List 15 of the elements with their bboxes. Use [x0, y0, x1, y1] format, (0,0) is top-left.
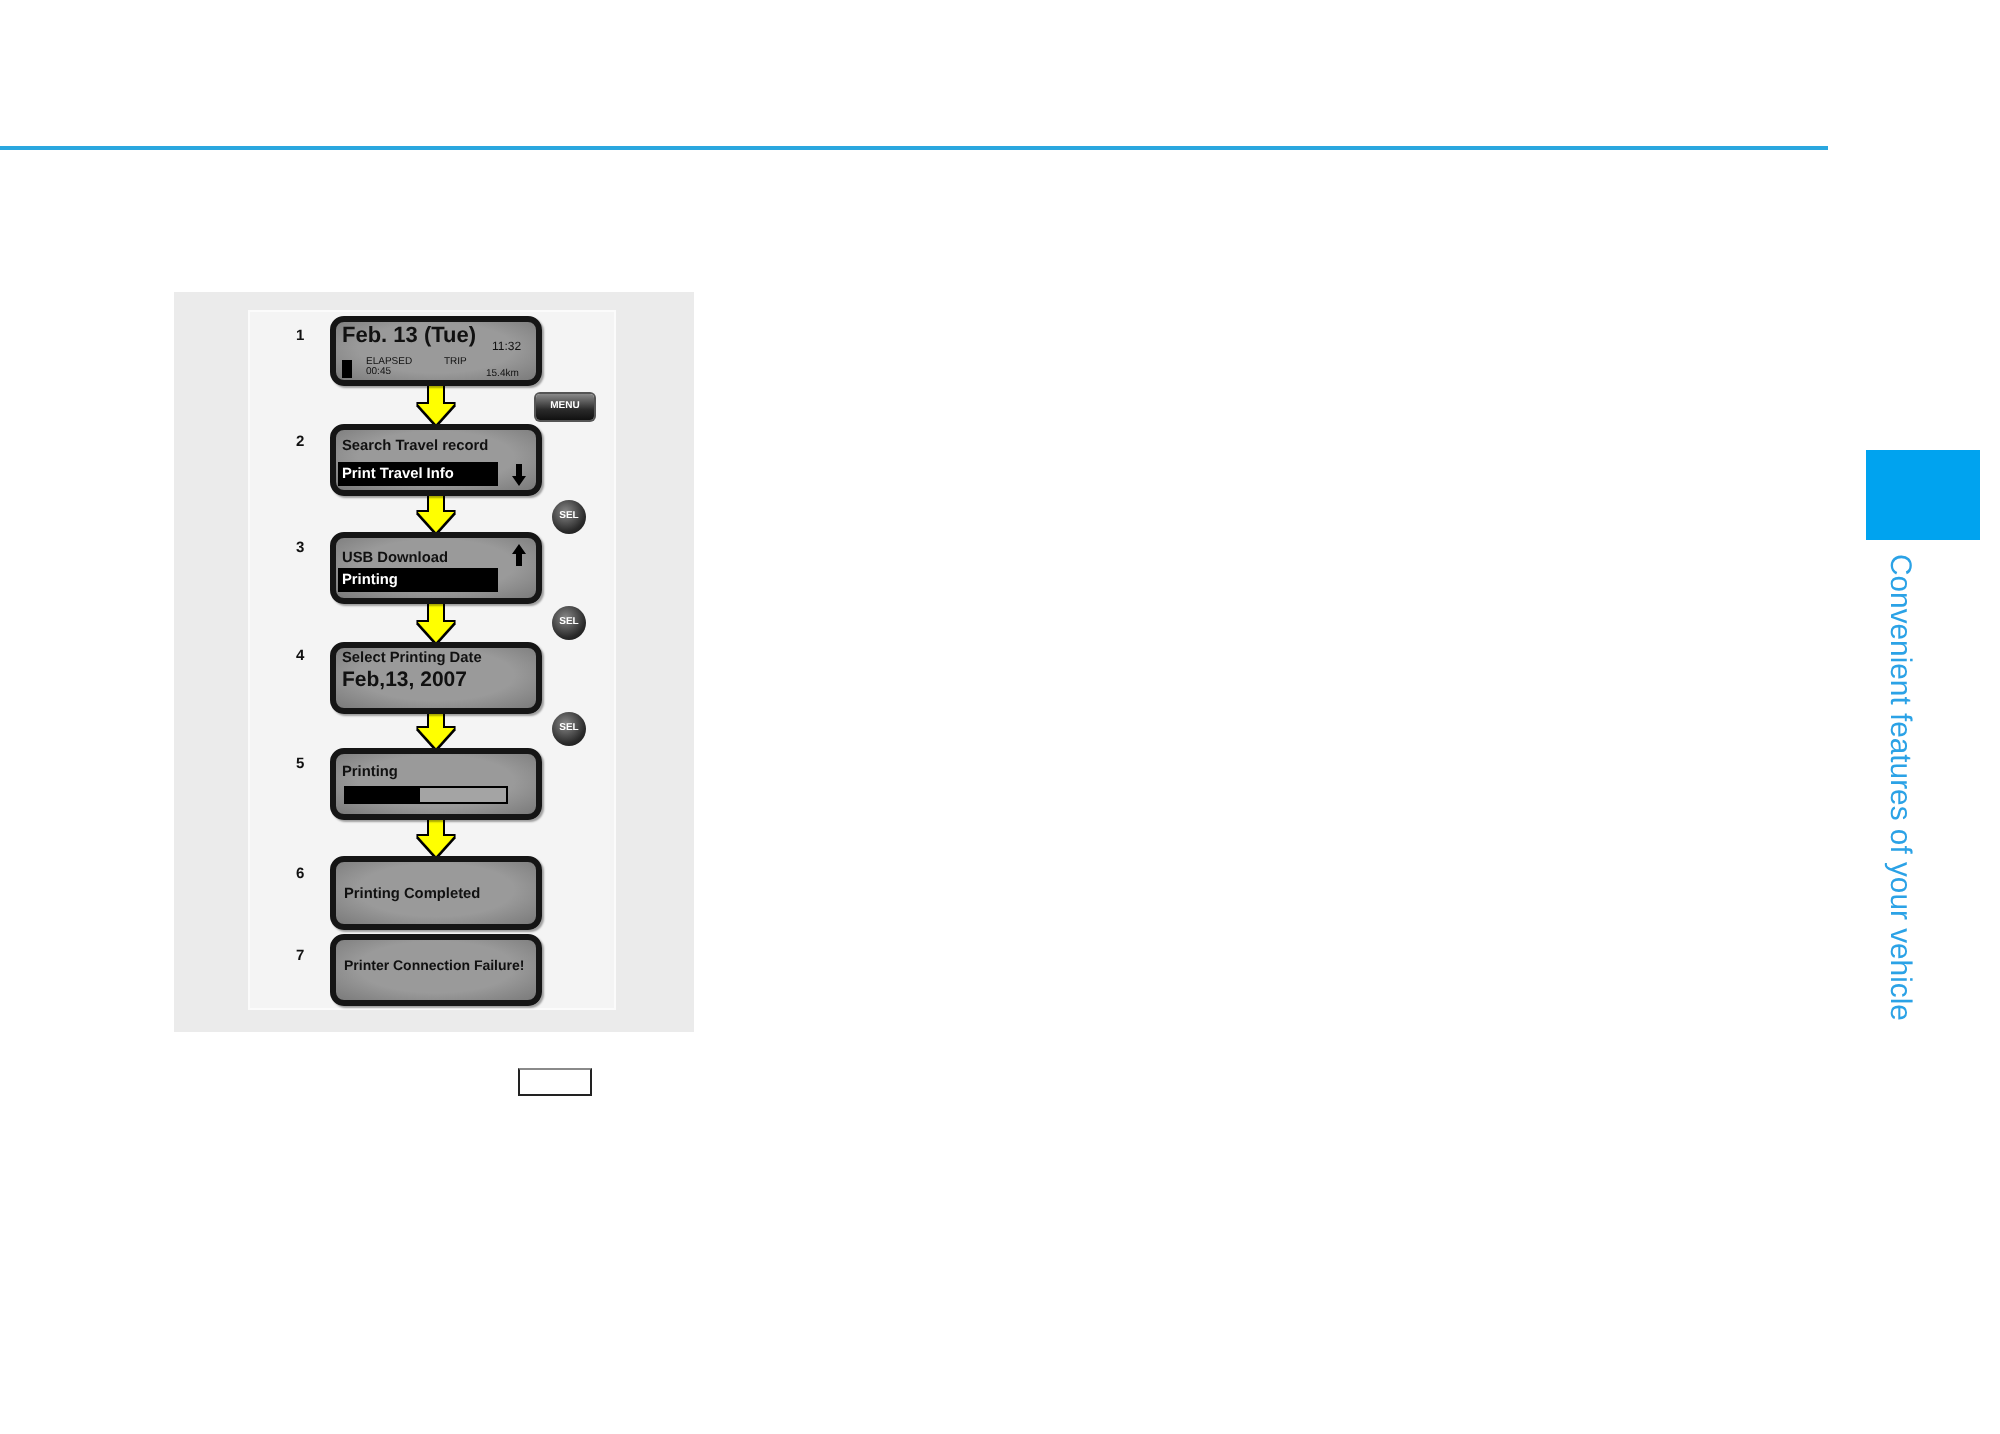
arrow	[418, 820, 454, 856]
date-text: Feb. 13 (Tue)	[342, 326, 477, 348]
arrow	[418, 714, 454, 748]
lcd-screen	[330, 856, 542, 930]
lcd-screen	[330, 532, 542, 604]
section-title: Convenient features of your vehicle	[1882, 554, 1915, 1021]
lcd-screen	[330, 316, 542, 386]
lcd-screen	[330, 424, 542, 496]
lcd-screen	[330, 642, 542, 714]
date-value: Feb,13, 2007	[342, 670, 467, 691]
lcd-screen	[330, 934, 542, 1006]
arrow	[418, 386, 454, 424]
arrow	[418, 496, 454, 532]
lcd-screen	[330, 748, 542, 820]
arrow	[418, 604, 454, 642]
